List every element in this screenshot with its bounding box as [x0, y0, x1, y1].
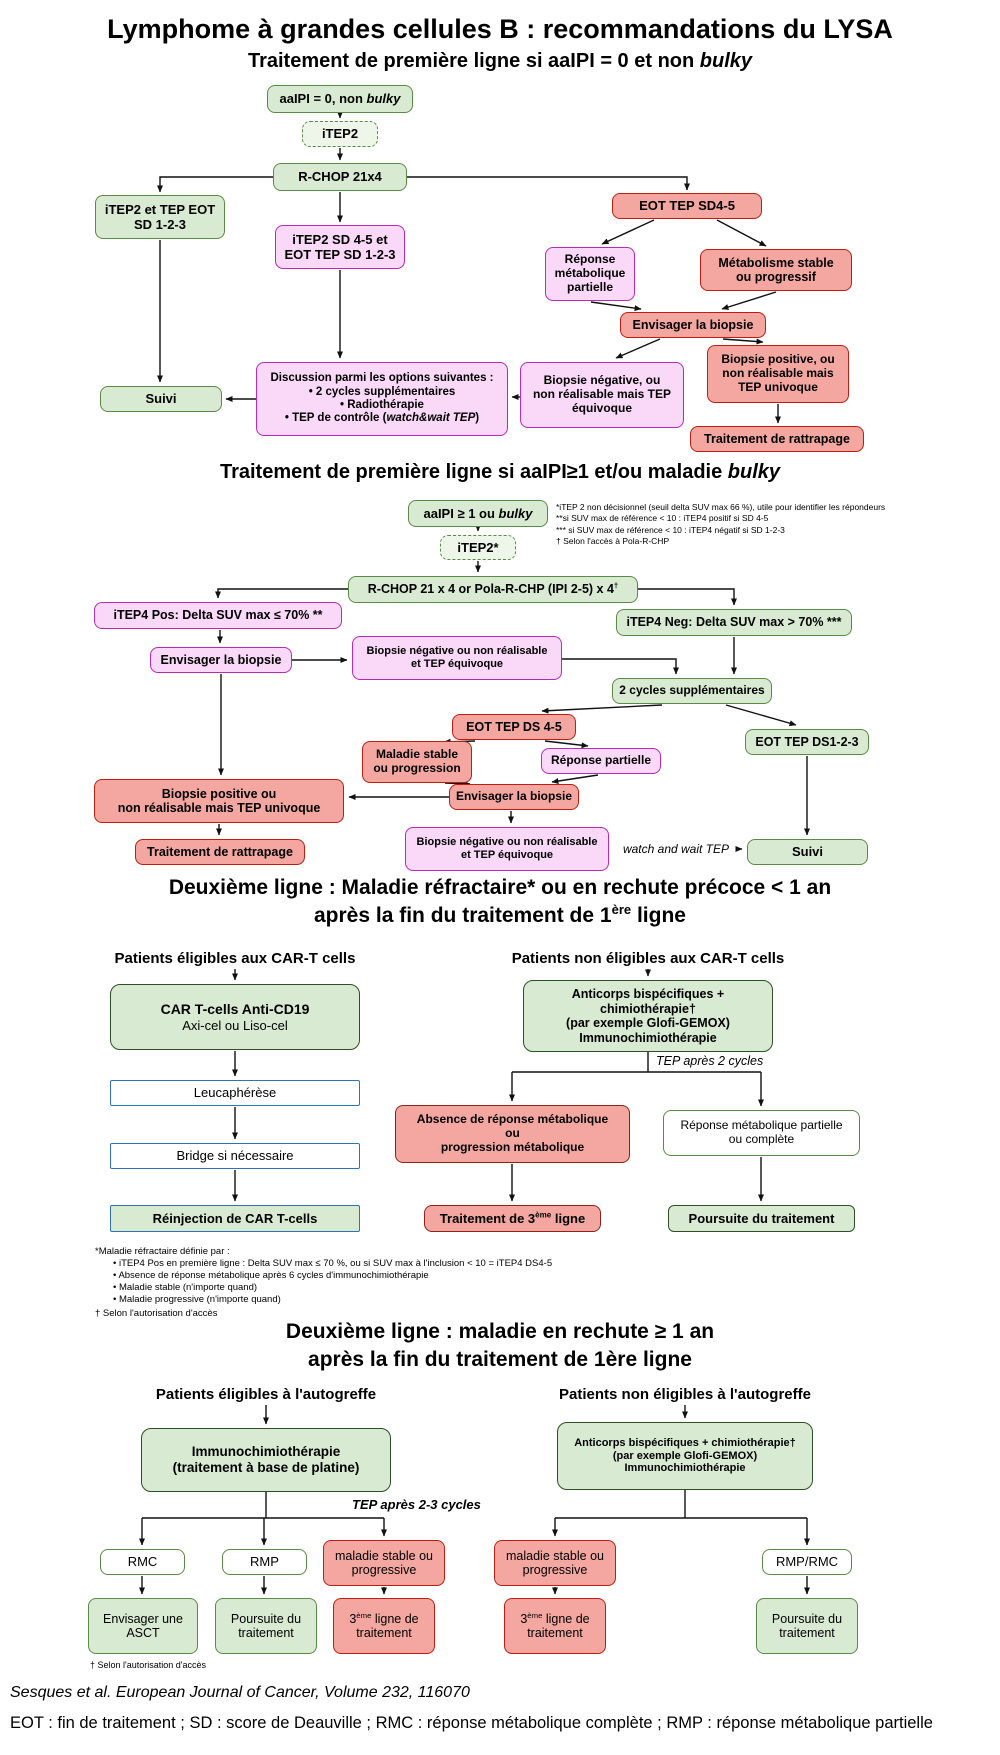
node-envisager-biopsie-s2a: Envisager la biopsie: [150, 647, 292, 673]
node-biopsie-negative-s1: Biopsie négative, ou non réalisable mais…: [520, 362, 684, 428]
node-car-t-cells: CAR T-cells Anti-CD19 Axi-cel ou Liso-ce…: [110, 984, 360, 1050]
citation: Sesques et al. European Journal of Cance…: [10, 1684, 470, 1701]
node-discussion-options: Discussion parmi les options suivantes :…: [256, 362, 508, 436]
node-anticorps-bispecifiques-s3: Anticorps bispécifiques + chimiothérapie…: [523, 980, 773, 1052]
node-itep2-sd45-eot-sd123: iTEP2 SD 4-5 et EOT TEP SD 1-2-3: [275, 225, 405, 269]
node-rmc: RMC: [100, 1549, 185, 1575]
tep-apres-2-cycles-label: TEP après 2 cycles: [656, 1054, 764, 1068]
node-maladie-stable-progression: Maladie stable ou progression: [362, 741, 472, 783]
node-rchop-21x4: R-CHOP 21x4: [273, 163, 407, 191]
node-leucapherese: Leucaphérèse: [110, 1080, 360, 1106]
section1-subtitle: Traitement de première ligne si aaIPI = …: [247, 50, 753, 72]
node-rchop-pola-rchp: R-CHOP 21 x 4 or Pola-R-CHP (IPI 2-5) x …: [348, 576, 638, 603]
node-eot-tep-ds123: EOT TEP DS1-2-3: [745, 729, 869, 755]
node-envisager-biopsie-s1: Envisager la biopsie: [620, 312, 766, 338]
node-suivi-s2: Suivi: [747, 839, 868, 865]
node-reponse-metabolique-partielle-complete: Réponse métabolique partielle ou complèt…: [663, 1110, 860, 1156]
page-title: Lymphome à grandes cellules B : recomman…: [107, 14, 893, 44]
node-biopsie-negative-s2b: Biopsie négative ou non réalisable et TE…: [405, 827, 609, 871]
node-reponse-metabolique-partielle: Réponse métabolique partielle: [545, 247, 635, 301]
section3-footnotes: *Maladie réfractaire définie par : • iTE…: [95, 1246, 553, 1320]
node-absence-reponse-metabolique: Absence de réponse métabolique ou progre…: [395, 1105, 630, 1163]
node-suivi-s1: Suivi: [100, 386, 222, 412]
node-3eme-ligne-right: 3ème ligne de traitement: [504, 1598, 606, 1654]
abbreviations-legend: EOT : fin de traitement ; SD : score de …: [10, 1714, 933, 1732]
section2-footnotes: *iTEP 2 non décisionnel (seuil delta SUV…: [556, 502, 886, 547]
header-eligibles-cart: Patients éligibles aux CAR-T cells: [114, 950, 356, 967]
node-poursuite-right: Poursuite du traitement: [756, 1598, 858, 1654]
node-itep4-pos: iTEP4 Pos: Delta SUV max ≤ 70% **: [94, 602, 342, 629]
section3-title-line1: Deuxième ligne : Maladie réfractaire* ou…: [168, 876, 832, 899]
node-itep2-tep-eot-sd123: iTEP2 et TEP EOT SD 1-2-3: [95, 195, 225, 239]
node-eot-tep-ds45: EOT TEP DS 4-5: [452, 714, 576, 740]
node-maladie-stable-right: maladie stable ou progressive: [494, 1540, 616, 1586]
node-metabolisme-stable: Métabolisme stable ou progressif: [700, 249, 852, 291]
node-poursuite-traitement-s3: Poursuite du traitement: [668, 1205, 855, 1232]
node-immunochimiotherapie-platine: Immunochimiothérapie (traitement à base …: [141, 1428, 391, 1492]
node-itep2-s1: iTEP2: [302, 121, 378, 147]
node-biopsie-negative-s2a: Biopsie négative ou non réalisable et TE…: [352, 636, 562, 680]
node-2-cycles-supplementaires: 2 cycles supplémentaires: [612, 678, 772, 704]
node-maladie-stable-left: maladie stable ou progressive: [323, 1540, 445, 1586]
node-envisager-asct: Envisager une ASCT: [88, 1598, 198, 1654]
node-anticorps-bispecifiques-s4: Anticorps bispécifiques + chimiothérapie…: [557, 1422, 813, 1490]
node-rmp: RMP: [222, 1549, 307, 1575]
tep-apres-2-3-cycles-label: TEP après 2-3 cycles: [352, 1497, 481, 1512]
header-eligibles-autogreffe: Patients éligibles à l'autogreffe: [155, 1386, 377, 1403]
node-poursuite-left: Poursuite du traitement: [215, 1598, 317, 1654]
node-rmp-rmc: RMP/RMC: [762, 1549, 852, 1575]
node-traitement-3eme-ligne: Traitement de 3ème ligne: [424, 1205, 601, 1232]
section4-footnote: † Selon l'autorisation d'accès: [90, 1660, 207, 1670]
node-envisager-biopsie-s2b: Envisager la biopsie: [449, 784, 579, 810]
node-aaipi-1-bulky: aaIPI ≥ 1 ou bulky: [408, 500, 548, 527]
node-reponse-partielle-s2: Réponse partielle: [541, 748, 661, 774]
node-3eme-ligne-left: 3ème ligne de traitement: [333, 1598, 435, 1654]
node-traitement-rattrapage-s1: Traitement de rattrapage: [690, 426, 864, 452]
section3-title-line2: après la fin du traitement de 1ère ligne: [314, 902, 686, 927]
header-non-eligibles-cart: Patients non éligibles aux CAR-T cells: [511, 950, 785, 967]
watch-and-wait-label: watch and wait TEP: [622, 842, 730, 856]
node-traitement-rattrapage-s2: Traitement de rattrapage: [135, 839, 305, 865]
node-bridge: Bridge si nécessaire: [110, 1143, 360, 1169]
node-reinjection-car-t: Réinjection de CAR T-cells: [110, 1205, 360, 1232]
node-biopsie-positive-s1: Biopsie positive, ou non réalisable mais…: [707, 345, 849, 403]
node-eot-tep-sd45: EOT TEP SD4-5: [612, 193, 762, 219]
section4-title-line1: Deuxième ligne : maladie en rechute ≥ 1 …: [285, 1320, 715, 1343]
header-non-eligibles-autogreffe: Patients non éligibles à l'autogreffe: [559, 1386, 811, 1403]
section2-subtitle: Traitement de première ligne si aaIPI≥1 …: [219, 461, 781, 483]
node-biopsie-positive-s2: Biopsie positive ou non réalisable mais …: [94, 779, 344, 823]
section4-title-line2: après la fin du traitement de 1ère ligne: [308, 1348, 692, 1371]
node-itep2-s2: iTEP2*: [440, 535, 516, 560]
node-itep4-neg: iTEP4 Neg: Delta SUV max > 70% ***: [616, 609, 852, 636]
node-aaipi-0-non-bulky: aaIPI = 0, non bulky: [267, 85, 413, 113]
